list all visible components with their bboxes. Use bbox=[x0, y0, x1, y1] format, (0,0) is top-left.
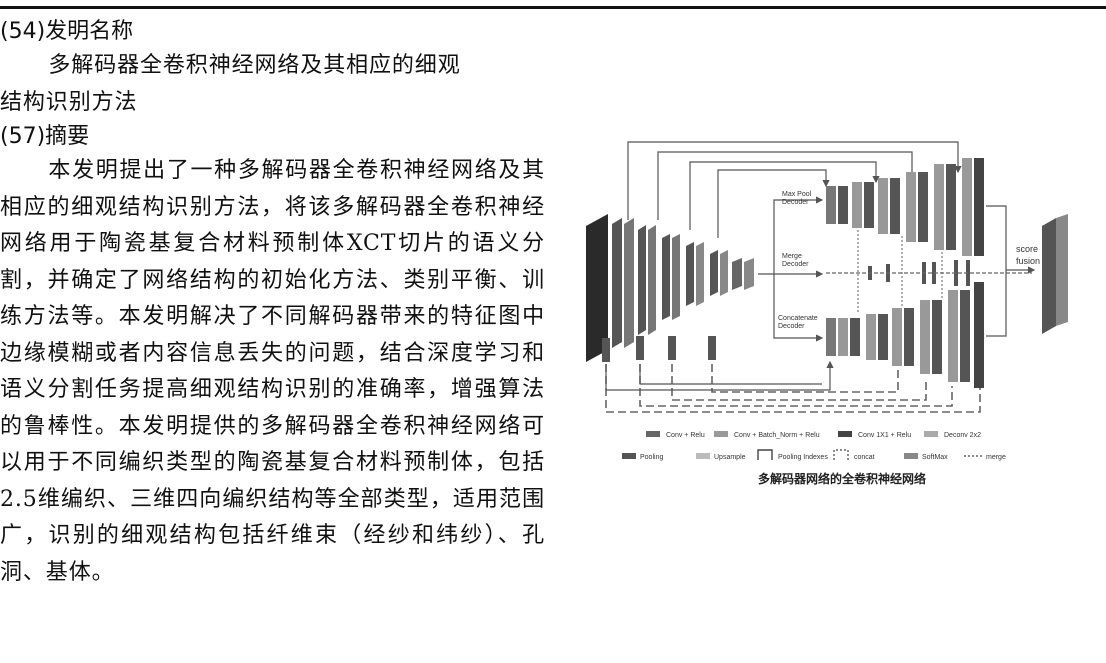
maxpool-decoder-label-1: Max Pool bbox=[782, 191, 812, 198]
maxpool-decoder-blocks bbox=[826, 158, 984, 256]
score-fusion-label-1: score bbox=[1016, 244, 1038, 254]
top-rule bbox=[0, 6, 1106, 9]
skip-connections bbox=[627, 141, 962, 238]
legend-conv-relu: Conv + Relu bbox=[666, 432, 705, 439]
concat-decoder-blocks bbox=[826, 282, 984, 388]
legend: Conv + Relu Conv + Batch_Norm + Relu Con… bbox=[622, 431, 1006, 461]
score-fusion-label-2: fusion bbox=[1016, 256, 1040, 266]
legend-conv-bn-relu: Conv + Batch_Norm + Relu bbox=[734, 432, 820, 439]
text-column: (54)发明名称 多解码器全卷积神经网络及其相应的细观 结构识别方法 (57)摘… bbox=[0, 16, 545, 591]
output-slice bbox=[1042, 218, 1056, 334]
merge-decoder-label-2: Decoder bbox=[782, 261, 809, 268]
legend-upsample: Upsample bbox=[714, 454, 746, 461]
legend-pooling-indexes: Pooling Indexes bbox=[778, 454, 828, 461]
invention-title-line-1: 多解码器全卷积神经网络及其相应的细观 bbox=[48, 53, 461, 78]
maxpool-decoder-label-2: Decoder bbox=[782, 199, 809, 206]
concat-decoder-label-1: Concatenate bbox=[778, 315, 818, 322]
network-diagram: Max Pool Decoder Merge Decoder Concatena… bbox=[586, 141, 1068, 461]
merge-decoder-label-1: Merge bbox=[782, 253, 802, 260]
legend-softmax: SoftMax bbox=[922, 454, 948, 461]
input-slice bbox=[586, 214, 608, 362]
concat-decoder-label-2: Decoder bbox=[778, 323, 805, 330]
pooling-index-paths bbox=[602, 336, 981, 413]
legend-merge: merge bbox=[986, 454, 1006, 461]
figure-caption: 多解码器网络的全卷积神经网络 bbox=[757, 472, 926, 486]
section-57-label: (57)摘要 bbox=[0, 124, 90, 149]
legend-deconv: Deconv 2x2 bbox=[944, 432, 981, 439]
legend-conv1x1-relu: Conv 1X1 + Relu bbox=[858, 432, 911, 439]
section-54-label: (54)发明名称 bbox=[0, 19, 134, 44]
network-figure: Max Pool Decoder Merge Decoder Concatena… bbox=[586, 130, 1098, 500]
concat-icon bbox=[833, 449, 849, 460]
legend-pooling: Pooling bbox=[640, 454, 663, 461]
abstract-text: 本发明提出了一种多解码器全卷积神经网络及其相应的细观结构识别方法，将该多解码器全… bbox=[0, 158, 545, 585]
pooling-indexes-icon bbox=[757, 449, 773, 460]
encoder-blocks bbox=[586, 214, 754, 362]
merge-decoder-blocks bbox=[826, 260, 1032, 286]
legend-concat: concat bbox=[854, 454, 875, 461]
invention-title-line-2: 结构识别方法 bbox=[0, 89, 138, 115]
